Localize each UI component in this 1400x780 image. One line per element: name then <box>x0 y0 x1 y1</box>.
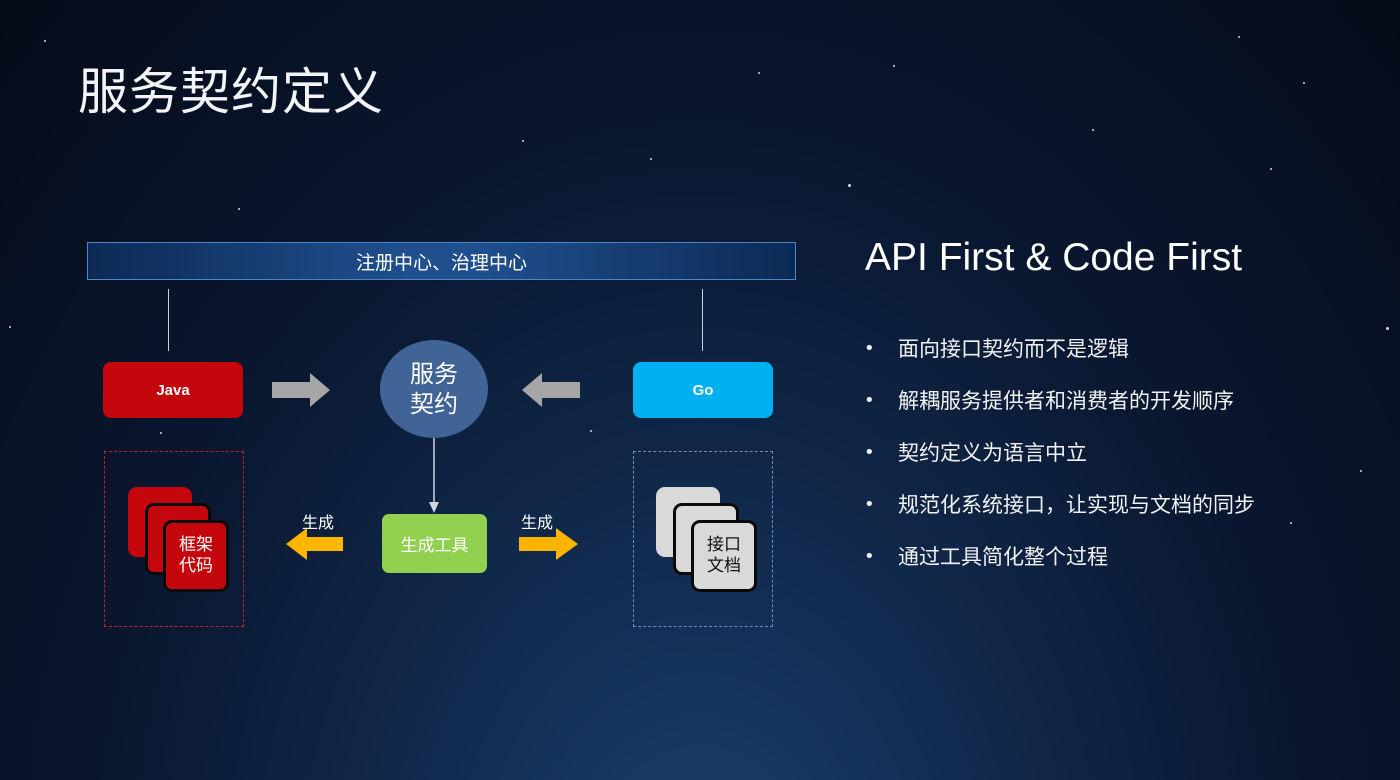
bullet-text: 契约定义为语言中立 <box>898 441 1087 465</box>
star-decoration <box>650 158 652 160</box>
bullet-text: 面向接口契约而不是逻辑 <box>898 337 1129 361</box>
api-first-heading: API First & Code First <box>865 236 1243 279</box>
go-label: Go <box>692 381 714 399</box>
bullet-text: 规范化系统接口，让实现与文档的同步 <box>898 493 1255 517</box>
star-decoration <box>758 72 760 74</box>
star-decoration <box>1092 129 1094 131</box>
bullet-item: • 规范化系统接口，让实现与文档的同步 <box>864 478 1255 530</box>
document-stack-icon <box>691 520 757 592</box>
registry-label: 注册中心、治理中心 <box>355 251 527 274</box>
star-decoration <box>1386 327 1389 330</box>
bullet-item: • 契约定义为语言中立 <box>864 426 1255 478</box>
interface-doc-line: 接口 <box>707 535 741 555</box>
star-decoration <box>160 432 162 434</box>
bullet-item: • 通过工具简化整个过程 <box>864 530 1255 582</box>
generate-label-left: 生成 <box>302 513 335 532</box>
bullet-text: 通过工具简化整个过程 <box>898 545 1108 569</box>
star-decoration <box>9 326 11 328</box>
star-decoration <box>44 40 46 42</box>
java-registry-connector <box>168 289 169 351</box>
star-decoration <box>1290 522 1292 524</box>
go-box: Go <box>633 362 773 418</box>
framework-code-line: 框架 <box>179 535 213 555</box>
star-decoration <box>1238 36 1240 38</box>
tool-label: 生成工具 <box>400 536 469 556</box>
service-contract-node: 服务 契约 <box>380 340 488 438</box>
star-decoration <box>848 184 851 187</box>
star-decoration <box>238 208 240 210</box>
bullet-dot: • <box>864 441 875 463</box>
arrow-right-grey-icon <box>272 373 330 407</box>
arrow-left-grey-icon <box>522 373 580 407</box>
bullet-dot: • <box>864 545 875 567</box>
arrow-right-orange-icon <box>519 528 578 560</box>
star-decoration <box>590 430 592 432</box>
bullet-item: • 解耦服务提供者和消费者的开发顺序 <box>864 374 1255 426</box>
star-decoration <box>1270 168 1272 170</box>
star-decoration <box>893 65 895 67</box>
interface-doc-label: 接口 文档 <box>694 523 754 589</box>
java-label: Java <box>156 381 190 399</box>
registry-governance-bar: 注册中心、治理中心 <box>87 242 796 280</box>
arrow-down-icon <box>429 438 439 513</box>
document-stack-icon <box>163 520 229 592</box>
bullet-dot: • <box>864 389 875 411</box>
generator-tool-box: 生成工具 <box>382 514 487 573</box>
star-decoration <box>1360 470 1362 472</box>
java-box: Java <box>103 362 243 418</box>
arrow-left-orange-icon <box>286 528 343 560</box>
interface-doc-container <box>633 451 773 627</box>
bullet-dot: • <box>864 493 875 515</box>
generate-label-right: 生成 <box>521 513 554 532</box>
framework-code-line: 代码 <box>179 556 213 576</box>
contract-line: 服务 <box>410 360 458 388</box>
bullet-item: • 面向接口契约而不是逻辑 <box>864 322 1255 374</box>
bullet-text: 解耦服务提供者和消费者的开发顺序 <box>898 389 1234 413</box>
go-registry-connector <box>702 289 703 351</box>
framework-code-container <box>104 451 244 627</box>
interface-doc-line: 文档 <box>707 556 741 576</box>
framework-code-label: 框架 代码 <box>166 523 226 589</box>
slide-title: 服务契约定义 <box>78 63 384 121</box>
feature-bullet-list: • 面向接口契约而不是逻辑 • 解耦服务提供者和消费者的开发顺序 • 契约定义为语言中… <box>864 322 1255 582</box>
bullet-dot: • <box>864 337 875 359</box>
star-decoration <box>522 140 524 142</box>
contract-line: 契约 <box>410 390 458 418</box>
star-decoration <box>1303 82 1305 84</box>
